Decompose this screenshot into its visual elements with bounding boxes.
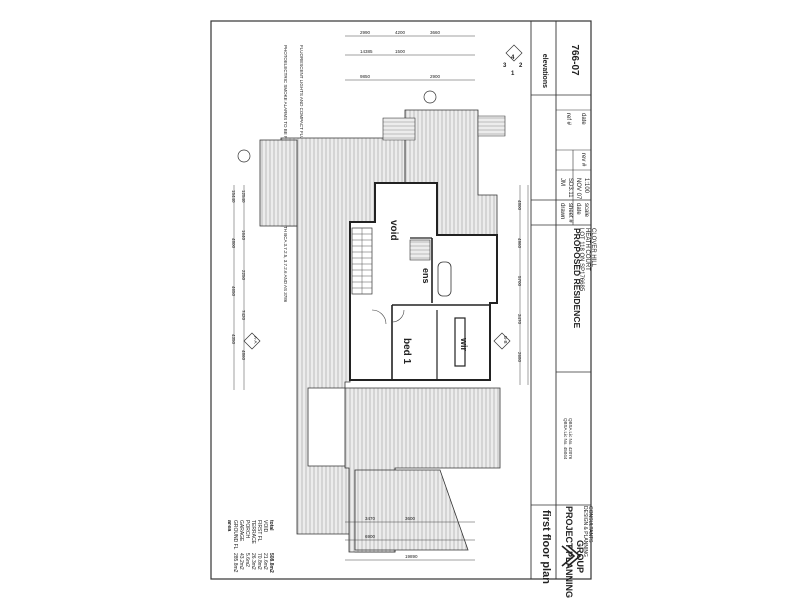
dimension-right: 4960 — [517, 238, 522, 249]
firm-logo-icon — [561, 545, 582, 567]
date-label: date — [575, 203, 581, 215]
dimension-left: 4650 — [231, 286, 236, 297]
drawn-value: JM — [559, 178, 565, 186]
dimension-top: 9850 — [360, 74, 371, 79]
dimension-bottom: 19890 — [405, 554, 418, 559]
svg-text:A-A: A-A — [253, 336, 258, 344]
wir-shelf — [454, 317, 466, 367]
dimension-top: 1500 — [395, 49, 406, 54]
dimension-bottom: 6900 — [365, 534, 376, 539]
room-label-void: void — [388, 220, 399, 241]
title-block: 766-07 elevations scale 1:100 date NOV 0… — [530, 21, 596, 598]
elevation-num-4: 4 — [511, 55, 515, 61]
roof-terrace-top — [382, 117, 416, 141]
firm-tagline-2: CONSULTANTS — [587, 506, 593, 543]
floor-plan: void ens bed 1 wir A-A B-B — [231, 30, 529, 561]
dimension-labels: 15440 4800 4650 4350 12540 1640 2250 7420 4860 48… — [231, 30, 522, 559]
dimension-left: 4350 — [231, 334, 236, 345]
area-row-value: 285.8m2 — [232, 553, 238, 573]
elevation-marker-top — [237, 90, 437, 163]
project-title: PROPOSED RESIDENCE — [572, 228, 582, 328]
area-row-name: GROUND FL — [232, 520, 238, 550]
area-heading: area — [226, 520, 232, 532]
area-row-name: GARAGE — [238, 520, 244, 542]
area-total-label: total — [268, 520, 274, 531]
area-row-name: FIRST FL — [256, 520, 262, 542]
project-lot: LOT 118 ON SP176685 — [578, 228, 584, 292]
room-label-wir: wir — [459, 337, 469, 352]
dimension-top: 3660 — [430, 30, 441, 35]
stair — [351, 227, 373, 295]
svg-text:B-B: B-B — [503, 336, 508, 344]
dimension-top: 2990 — [360, 30, 371, 35]
dimension-right: 4800 — [517, 200, 522, 211]
date2-label: date — [580, 113, 586, 125]
area-row-value: 70.8m2 — [256, 553, 262, 570]
dimension-left: 4860 — [241, 350, 246, 361]
elevation-num-2: 2 — [519, 63, 523, 69]
area-row-value: 43.2m2 — [238, 553, 244, 570]
sheet-value: SD3.11 — [567, 178, 573, 198]
ref-label: ref # — [565, 113, 571, 126]
scale-label: scale — [583, 203, 589, 218]
dimension-top: 2900 — [430, 74, 441, 79]
firm-tagline-1: DESIGN & PLANNING — [582, 506, 588, 557]
dimension-left: 7420 — [241, 310, 246, 321]
roof-porch — [259, 139, 298, 227]
area-row-name: TERRACE — [250, 520, 256, 545]
section-marker-a: A-A — [243, 332, 261, 350]
dimension-bottom: 3600 — [405, 516, 416, 521]
dimension-bottom: 3470 — [365, 516, 376, 521]
roof-lower-right — [354, 469, 469, 551]
room-label-bed1: bed 1 — [401, 338, 412, 365]
area-row-value: 26.3m2 — [250, 553, 256, 570]
section-marker-b: B-B — [493, 332, 511, 350]
dimension-top: 4200 — [395, 30, 406, 35]
area-total-value: 508.8m2 — [268, 553, 274, 573]
dimension-right: 5700 — [517, 276, 522, 287]
scale-value: 1:100 — [583, 178, 589, 194]
sheet-title: first floor plan — [540, 510, 552, 584]
project-street: HEATH COURT — [584, 228, 590, 271]
qbsa-line-2: QBSA Lic No. 42076 — [568, 418, 573, 460]
bath-tub — [437, 261, 452, 297]
date-value: NOV 07 — [575, 178, 581, 200]
dimension-top: 14385 — [360, 49, 373, 54]
sheet-border — [210, 20, 592, 580]
area-row-value: 21.6m2 — [262, 553, 268, 570]
dimension-right: 2680 — [517, 352, 522, 363]
rev-label: rev # — [580, 153, 586, 167]
area-row-value: 5.6m2 — [244, 553, 250, 567]
drawing-number: 766-07 — [569, 44, 580, 76]
elevation-key: 3 4 1 2 — [503, 44, 523, 77]
elevation-num-3: 3 — [503, 63, 507, 69]
qbsa-line-1: QBSA Lic No. 45044 — [563, 418, 568, 460]
dimension-left: 1640 — [241, 230, 246, 241]
dimension-left: 12540 — [241, 190, 246, 203]
room-label-ens: ens — [421, 268, 431, 284]
elevation-num-1: 1 — [511, 71, 515, 77]
first-floor-outline — [349, 182, 498, 381]
project-suburb: CLOVER HILL — [590, 228, 596, 268]
sheet-label: sheet # — [567, 203, 573, 223]
area-row-name: PORCH — [244, 520, 250, 538]
area-row-name: VOID — [262, 520, 268, 533]
dimension-left: 4800 — [231, 238, 236, 249]
dimension-left: 2250 — [241, 270, 246, 281]
elevations-label: elevations — [541, 54, 548, 88]
dimension-left: 15440 — [231, 190, 236, 203]
ensuite-vanity — [409, 239, 431, 261]
roof-terrace-right — [477, 115, 506, 137]
drawn-label: drawn — [559, 203, 565, 219]
dimension-lines — [233, 35, 529, 561]
dimension-right: 3470 — [517, 314, 522, 325]
